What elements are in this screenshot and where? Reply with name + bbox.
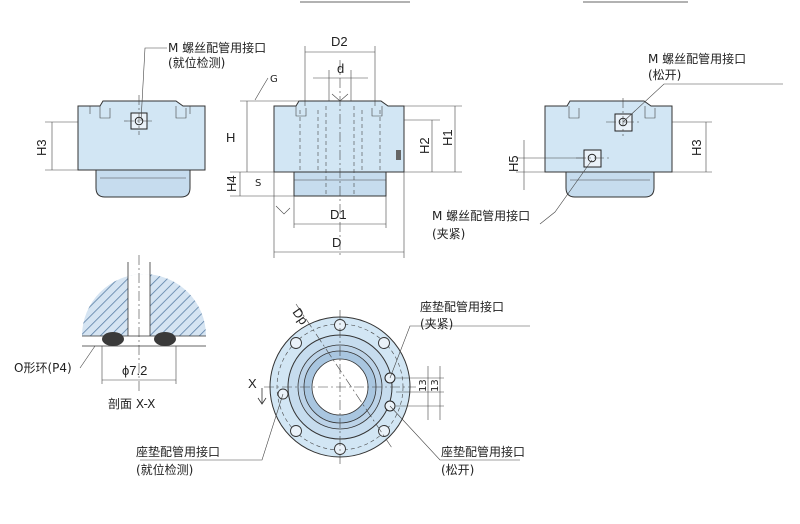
label-port-m-clamp-line1: M 螺丝配管用接口 bbox=[432, 208, 530, 223]
port-square-right-bottom bbox=[583, 149, 602, 168]
label-port-seat-release-line2: (松开) bbox=[441, 463, 474, 477]
port-square-right-top bbox=[614, 113, 633, 132]
dim-H3-right: H3 bbox=[689, 139, 704, 156]
left-side-view: H3 bbox=[34, 47, 206, 198]
mark-G: G bbox=[270, 74, 278, 85]
label-port-seat-clamp-line2: (夹紧) bbox=[420, 317, 453, 331]
dim-H3-left: H3 bbox=[34, 139, 49, 156]
label-port-seat-release-line1: 座垫配管用接口 bbox=[441, 444, 525, 459]
dim-13-a: 13 bbox=[418, 379, 429, 392]
label-port-seat-clamp-line1: 座垫配管用接口 bbox=[420, 299, 504, 314]
label-port-m-detect-line1: M 螺丝配管用接口 bbox=[168, 40, 266, 55]
label-port-m-release-line1: M 螺丝配管用接口 bbox=[648, 51, 746, 66]
dim-X: X bbox=[248, 376, 257, 391]
dim-D: D bbox=[332, 235, 341, 250]
dim-H4: H4 bbox=[224, 175, 239, 192]
center-section-view: D2 d H G H4 S D1 D H2 bbox=[224, 34, 462, 258]
label-section-xx: 剖面 X-X bbox=[108, 397, 155, 411]
dim-Dp: Dp bbox=[290, 305, 312, 327]
dim-H2: H2 bbox=[417, 137, 432, 154]
section-xx-view bbox=[79, 255, 206, 392]
label-port-m-detect-line2: (就位检测) bbox=[168, 55, 225, 70]
label-o-ring: O形环(P4) bbox=[14, 361, 72, 375]
label-port-m-release-line2: (松开) bbox=[648, 68, 681, 82]
o-ring-left bbox=[102, 332, 124, 346]
label-phi: ϕ7.2 bbox=[122, 363, 147, 378]
dim-H5: H5 bbox=[506, 155, 521, 172]
dim-H1: H1 bbox=[440, 129, 455, 146]
o-ring-right bbox=[154, 332, 176, 346]
right-side-view: H3 H5 bbox=[506, 83, 783, 225]
dim-D1: D1 bbox=[330, 207, 347, 222]
label-port-seat-detect-line2: (就位检测) bbox=[136, 462, 193, 477]
label-port-seat-detect-line1: 座垫配管用接口 bbox=[136, 444, 220, 459]
dim-D2: D2 bbox=[331, 34, 348, 49]
dim-d: d bbox=[337, 61, 344, 76]
bottom-view: Dp X 13 13 bbox=[140, 303, 530, 465]
dim-13-b: 13 bbox=[430, 379, 441, 392]
dim-H: H bbox=[226, 130, 235, 145]
label-port-m-clamp-line2: (夹紧) bbox=[432, 227, 465, 241]
mark-S: S bbox=[255, 178, 261, 189]
